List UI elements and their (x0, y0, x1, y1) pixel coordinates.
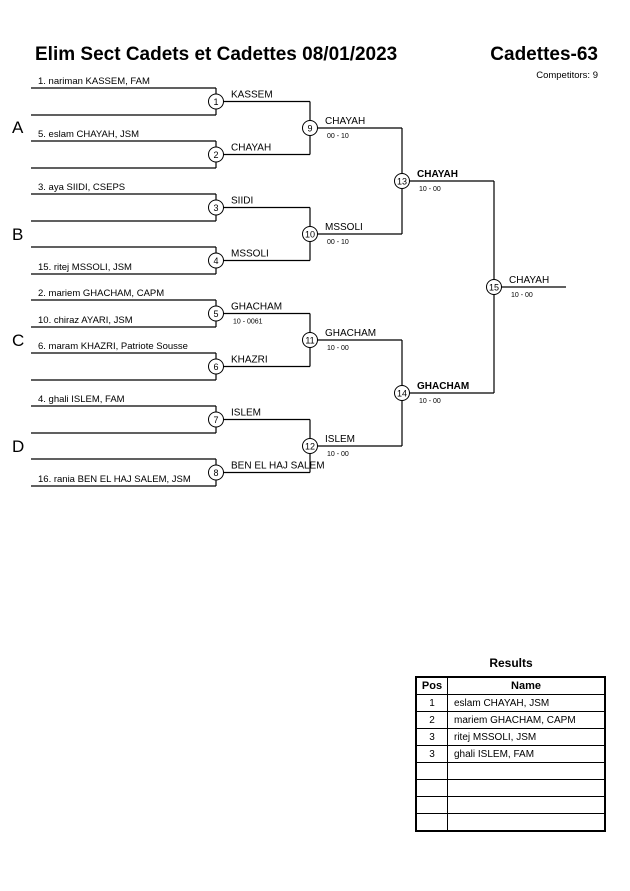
match-number: 3 (213, 203, 218, 213)
match-number: 11 (305, 336, 314, 346)
match-number: 6 (213, 362, 218, 372)
match-number-circle (394, 173, 410, 189)
match-winner: SIIDI (231, 196, 253, 207)
competitor-name: 6. maram KHAZRI, Patriote Sousse (38, 341, 188, 352)
results-header-row: Pos Name (415, 676, 606, 695)
match-number: 14 (397, 389, 407, 399)
match-score: 00 - 10 (327, 133, 349, 140)
result-name: ritej MSSOLI, JSM (447, 728, 606, 746)
match-number-circle (302, 438, 318, 454)
result-row: 3 ghali ISLEM, FAM (415, 745, 606, 763)
match-number: 7 (213, 415, 218, 425)
results-title: Results (489, 656, 533, 670)
pool-label: D (12, 437, 24, 456)
result-name (447, 796, 606, 814)
result-row (415, 779, 606, 797)
match-winner: GHACHAM (231, 302, 282, 313)
result-name (447, 779, 606, 797)
match-number-circle (302, 120, 318, 136)
pos-header: Pos (415, 676, 448, 695)
competitors-count: Competitors: 9 (536, 70, 598, 81)
match-winner: BEN EL HAJ SALEM (231, 461, 325, 472)
match-number-circle (486, 279, 502, 295)
match-number: 4 (213, 256, 218, 266)
match-number: 5 (213, 309, 218, 319)
result-name (447, 762, 606, 780)
match-winner: ISLEM (231, 408, 261, 419)
match-winner: CHAYAH (231, 143, 271, 154)
match-score: 10 - 00 (327, 345, 349, 352)
match-number-circle (208, 305, 224, 322)
match-number-circle (302, 226, 318, 242)
result-row: 3 ritej MSSOLI, JSM (415, 728, 606, 746)
result-name: mariem GHACHAM, CAPM (447, 711, 606, 729)
name-header: Name (447, 676, 606, 695)
match-number-circle (302, 332, 318, 348)
result-row (415, 813, 606, 832)
result-row (415, 796, 606, 814)
result-name: eslam CHAYAH, JSM (447, 694, 606, 712)
result-pos: 2 (415, 711, 448, 729)
match-number: 13 (397, 177, 407, 187)
result-name: ghali ISLEM, FAM (447, 745, 606, 763)
result-row: 1 eslam CHAYAH, JSM (415, 694, 606, 712)
competitor-name: 2. mariem GHACHAM, CAPM (38, 288, 164, 299)
competitor-name: 4. ghali ISLEM, FAM (38, 394, 125, 405)
result-pos (415, 796, 448, 814)
match-number-circle (394, 385, 410, 401)
match-winner: MSSOLI (231, 249, 269, 260)
results-table: Pos Name 1 eslam CHAYAH, JSM 2 mariem GH… (415, 676, 606, 832)
match-number-circle (208, 93, 224, 110)
match-number: 2 (213, 150, 218, 160)
result-pos: 3 (415, 745, 448, 763)
competitor-name: 15. ritej MSSOLI, JSM (38, 262, 132, 273)
competitor-name: 5. eslam CHAYAH, JSM (38, 129, 139, 140)
result-pos (415, 779, 448, 797)
match-number: 10 (305, 230, 315, 240)
pool-label: A (12, 118, 24, 137)
match-score: 00 - 10 (327, 239, 349, 246)
match-winner: KASSEM (231, 90, 273, 101)
match-score: 10 - 00 (419, 186, 441, 193)
result-pos: 1 (415, 694, 448, 712)
event-title: Elim Sect Cadets et Cadettes 08/01/2023 (35, 44, 398, 65)
match-winner: CHAYAH (509, 275, 549, 286)
match-winner: GHACHAM (417, 381, 469, 392)
competitor-name: 3. aya SIIDI, CSEPS (38, 182, 125, 193)
match-winner: GHACHAM (325, 328, 376, 339)
competitor-name: 1. nariman KASSEM, FAM (38, 76, 150, 87)
result-row (415, 762, 606, 780)
competitor-name: 10. chiraz AYARI, JSM (38, 315, 133, 326)
match-number-circle (208, 464, 224, 481)
match-number: 1 (213, 97, 218, 107)
match-number-circle (208, 252, 224, 269)
match-number: 15 (489, 283, 499, 293)
match-number: 12 (305, 442, 315, 452)
match-winner: CHAYAH (325, 116, 365, 127)
category-title: Cadettes-63 (490, 44, 598, 65)
match-number-circle (208, 199, 224, 216)
match-score: 10 - 00 (511, 292, 533, 299)
match-number-circle (208, 146, 224, 163)
match-number: 8 (213, 468, 218, 478)
result-pos: 3 (415, 728, 448, 746)
result-pos (415, 762, 448, 780)
result-name (447, 813, 606, 832)
pool-label: B (12, 225, 23, 244)
match-winner: MSSOLI (325, 222, 363, 233)
match-score: 10 - 00 (419, 398, 441, 405)
pool-label: C (12, 331, 24, 350)
match-score: 10 - 00 (327, 451, 349, 458)
match-number-circle (208, 358, 224, 375)
match-score: 10 - 0061 (233, 319, 263, 326)
match-winner: ISLEM (325, 434, 355, 445)
competitor-name: 16. rania BEN EL HAJ SALEM, JSM (38, 474, 191, 485)
result-pos (415, 813, 448, 832)
match-winner: CHAYAH (417, 169, 458, 180)
match-number: 9 (307, 124, 312, 134)
match-number-circle (208, 411, 224, 428)
match-winner: KHAZRI (231, 355, 268, 366)
result-row: 2 mariem GHACHAM, CAPM (415, 711, 606, 729)
